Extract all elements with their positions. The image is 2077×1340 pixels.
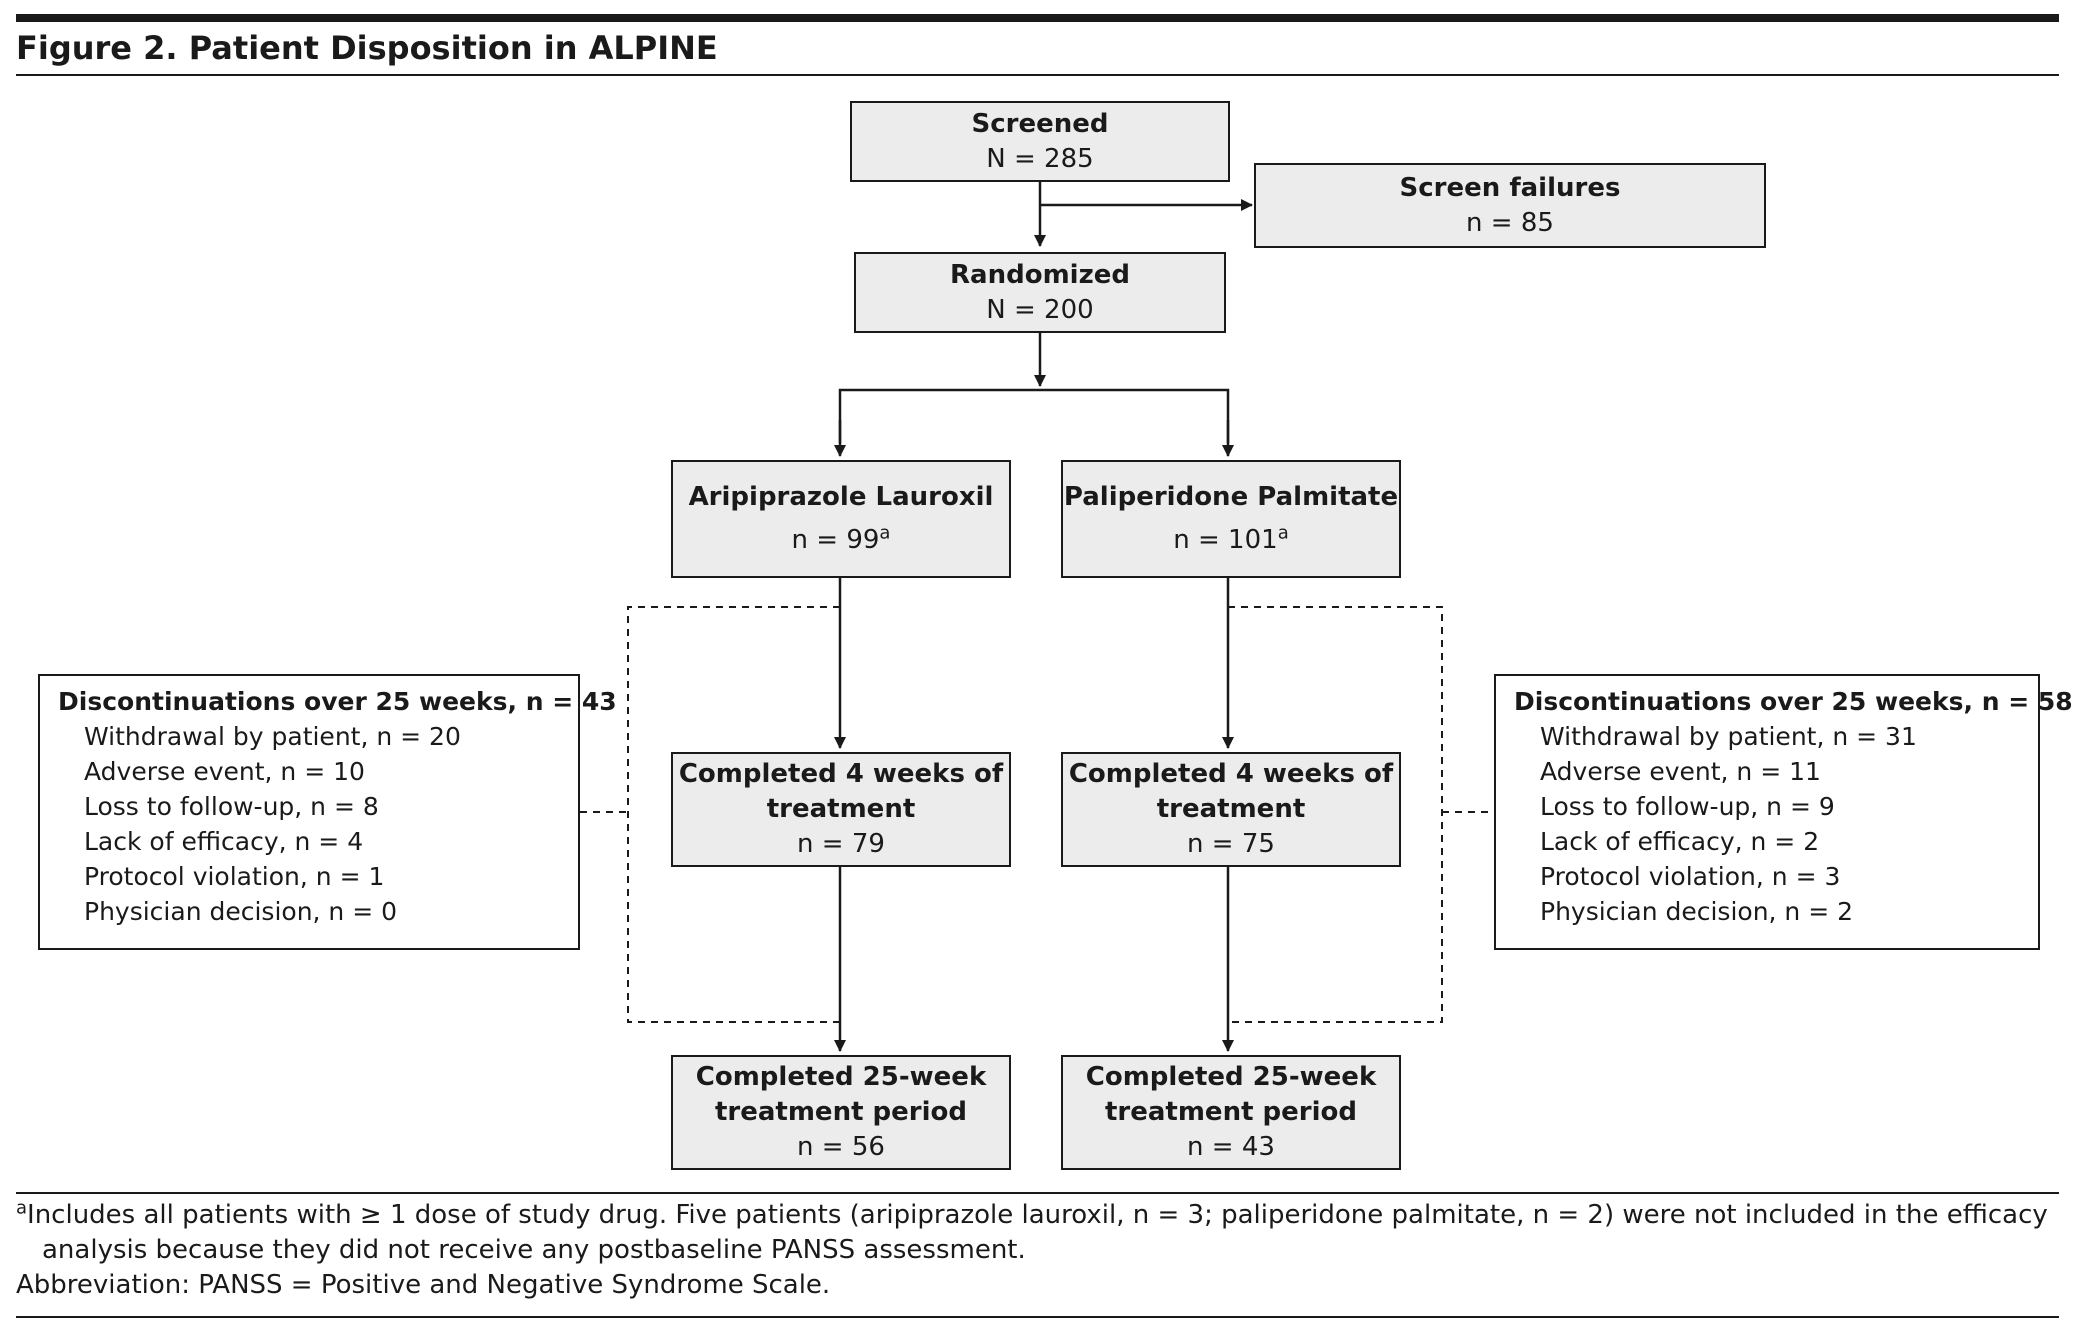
completed-4wk-box-aripiprazole: Completed 4 weeks of treatment n = 79 [671,752,1011,867]
footnote-rule-top [16,1192,2059,1194]
discontinuation-reason: Loss to follow-up, n = 8 [84,792,379,821]
discontinuation-reason: Adverse event, n = 10 [84,757,365,786]
discontinuation-reason: Loss to follow-up, n = 9 [1540,792,1835,821]
randomized-count: N = 200 [986,294,1094,325]
screened-label: Screened [971,108,1109,139]
randomized-label: Randomized [950,259,1130,290]
discontinuation-reason: Adverse event, n = 11 [1540,757,1821,786]
footnote-marker: a [879,522,891,544]
arm-name: Paliperidone Palmitate [1063,482,1399,512]
footnote-marker: a [1277,522,1289,544]
arm-count-line: n = 101a [1173,523,1288,558]
screen-failures-label: Screen failures [1399,172,1621,203]
discontinuations-heading: Discontinuations over 25 weeks, n = 58 [1514,687,2073,716]
randomized-box: Randomized N = 200 [854,252,1226,333]
discontinuation-reason: Lack of efficacy, n = 4 [84,827,364,856]
arm-count: n = 101 [1173,525,1278,555]
completed-4wk-label-2: treatment [1156,794,1306,824]
discontinuation-reason: Physician decision, n = 2 [1540,897,1854,926]
screen-failures-box: Screen failures n = 85 [1254,163,1766,248]
completed-4wk-label-1: Completed 4 weeks of [678,759,1004,789]
footnote-abbreviation: Abbreviation: PANSS = Positive and Negat… [16,1270,831,1300]
completed-4wk-count: n = 79 [797,829,885,859]
arm-count: n = 99 [791,525,880,555]
completed-25wk-label-2: treatment period [1104,1097,1358,1127]
dashed-bracket-right [1228,606,1443,1023]
completed-4wk-box-paliperidone: Completed 4 weeks of treatment n = 75 [1061,752,1401,867]
completed-25wk-label-1: Completed 25-week [1085,1062,1377,1092]
screened-count: N = 285 [986,143,1094,174]
arm-box-paliperidone: Paliperidone Palmitate n = 101a [1061,460,1401,578]
discontinuations-box-paliperidone: Discontinuations over 25 weeks, n = 58 W… [1494,674,2073,950]
arm-box-aripiprazole: Aripiprazole Lauroxil n = 99a [671,460,1011,578]
footnote-a: aIncludes all patients with ≥ 1 dose of … [16,1198,2056,1233]
screened-box: Screened N = 285 [850,101,1230,182]
discontinuation-reason: Physician decision, n = 0 [84,897,398,926]
completed-25wk-label-2: treatment period [714,1097,968,1127]
completed-4wk-label-2: treatment [766,794,916,824]
completed-25wk-count: n = 56 [797,1132,885,1162]
completed-25wk-box-aripiprazole: Completed 25-week treatment period n = 5… [671,1055,1011,1170]
footnotes: aIncludes all patients with ≥ 1 dose of … [16,1198,2056,1303]
completed-25wk-label-1: Completed 25-week [695,1062,987,1092]
completed-4wk-count: n = 75 [1187,829,1275,859]
discontinuation-reason: Protocol violation, n = 1 [84,862,385,891]
dashed-bracket-left [627,606,840,1023]
split-line [838,388,1230,443]
top-rule [16,14,2059,22]
screen-failures-count: n = 85 [1466,207,1554,238]
discontinuation-reason: Withdrawal by patient, n = 31 [1540,722,1917,751]
completed-25wk-box-paliperidone: Completed 25-week treatment period n = 4… [1061,1055,1401,1170]
discontinuations-heading: Discontinuations over 25 weeks, n = 43 [58,687,617,716]
discontinuation-reason: Withdrawal by patient, n = 20 [84,722,461,751]
footnote-rule-bottom [16,1316,2059,1318]
arm-name: Aripiprazole Lauroxil [688,482,994,512]
completed-25wk-count: n = 43 [1187,1132,1275,1162]
footnote-a-line1: Includes all patients with ≥ 1 dose of s… [27,1200,2048,1230]
discontinuation-reason: Protocol violation, n = 3 [1540,862,1841,891]
title-rule [16,74,2059,76]
discontinuations-box-aripiprazole: Discontinuations over 25 weeks, n = 43 W… [38,674,617,950]
footnote-a-marker: a [16,1197,28,1219]
arm-count-line: n = 99a [792,523,891,558]
completed-4wk-label-1: Completed 4 weeks of [1068,759,1394,789]
footnote-a-line2: analysis because they did not receive an… [42,1235,1026,1265]
discontinuation-reason: Lack of efficacy, n = 2 [1540,827,1820,856]
figure-title: Figure 2. Patient Disposition in ALPINE [16,29,718,67]
